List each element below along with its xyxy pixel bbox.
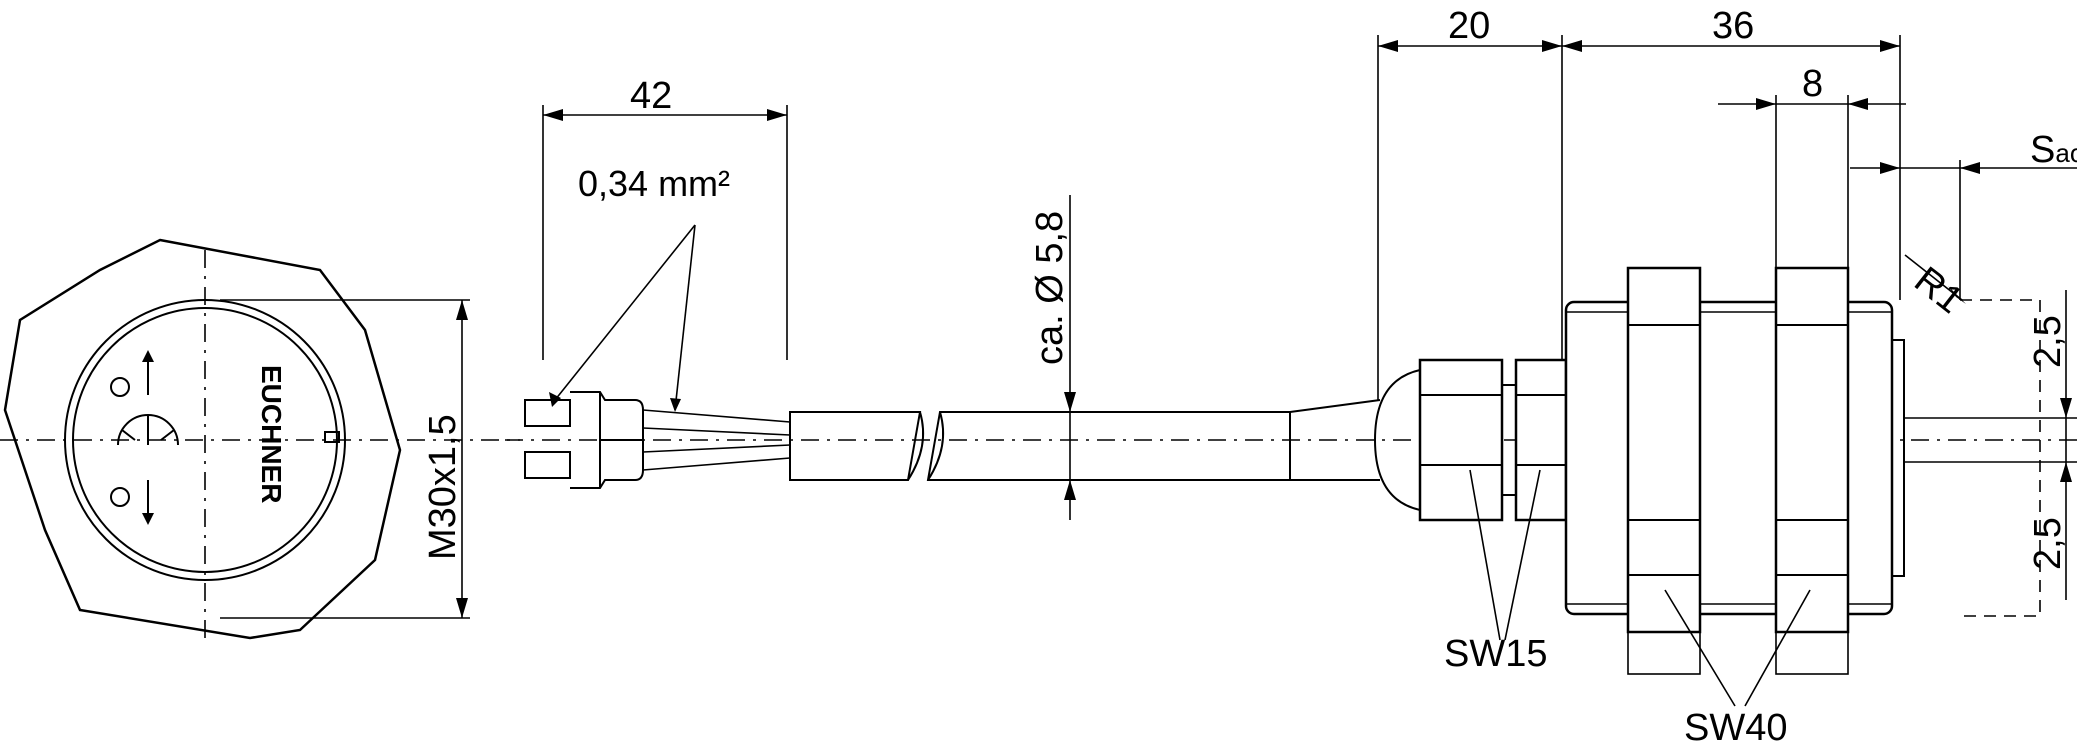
offset-lower-label: 2,5 xyxy=(2027,517,2069,570)
cable-jacket-right xyxy=(926,411,1291,481)
cable-jacket-left xyxy=(789,411,922,481)
cable-break-mark xyxy=(907,411,945,481)
cable-diameter-dimension: ca. Ø 5,8 xyxy=(1029,195,1076,520)
front-view: EUCHNER M30x1,5 xyxy=(0,238,520,640)
nut-width-dimension: 8 xyxy=(1718,63,1906,268)
gland-wrench-label: SW15 xyxy=(1444,633,1547,675)
offset-dimensions: 2,5 2,5 xyxy=(2027,290,2072,600)
cable-assembly: 42 0,34 mm² ca. Ø 5,8 xyxy=(505,75,2077,520)
ferrule-lower xyxy=(524,451,571,479)
switching-distance-dimension: Sao xyxy=(1850,129,2077,300)
brand-logo-text: EUCHNER xyxy=(256,365,287,503)
switching-distance-subscript: ao xyxy=(2055,138,2077,168)
strain-relief xyxy=(1289,399,1381,481)
lock-nut-1 xyxy=(1626,266,1702,675)
switching-distance-symbol: S xyxy=(2030,129,2055,171)
conductor-section-label: 0,34 mm² xyxy=(578,163,730,204)
gland-body-nut xyxy=(1514,358,1568,522)
proximity-icon xyxy=(110,377,130,397)
conductor-leader: 0,34 mm² xyxy=(549,163,730,412)
sensing-zone-outline xyxy=(1960,299,2041,617)
radius-label: R1 xyxy=(1906,259,1970,322)
nut-width-label: 8 xyxy=(1802,63,1823,105)
lock-nut-2 xyxy=(1774,266,1850,675)
wire-2 xyxy=(642,427,791,436)
wire-4 xyxy=(642,457,791,471)
thread-label: M30x1,5 xyxy=(422,414,464,560)
body-length-dimension: 36 xyxy=(1562,5,1901,300)
sensor-tip xyxy=(1891,339,1905,577)
nut-wrench-leader: SW40 xyxy=(1664,589,1811,749)
ferrule-upper xyxy=(524,399,571,427)
wire-3 xyxy=(642,444,791,453)
gland-dome xyxy=(1373,369,1421,511)
switching-distance-label: Sao xyxy=(2030,129,2077,171)
wire-1 xyxy=(642,409,791,423)
cable-diameter-label: ca. Ø 5,8 xyxy=(1029,211,1071,365)
gland-wrench-leader: SW15 xyxy=(1444,469,1547,675)
gland-length-dimension: 20 xyxy=(1377,5,1563,400)
cable-length-dimension: 42 xyxy=(542,75,788,360)
cable-length-label: 42 xyxy=(630,75,672,117)
status-dot-icon xyxy=(110,487,130,507)
side-view: 20 36 8 Sao xyxy=(1373,5,2077,749)
body-length-label: 36 xyxy=(1712,5,1754,47)
gland-nut xyxy=(1418,358,1504,522)
gland-length-label: 20 xyxy=(1448,5,1490,47)
indicator-symbols xyxy=(110,350,340,525)
offset-upper-label: 2,5 xyxy=(2027,315,2069,368)
thread-dimension: M30x1,5 xyxy=(220,299,470,619)
nut-wrench-label: SW40 xyxy=(1684,707,1787,749)
alignment-notch xyxy=(324,431,340,443)
